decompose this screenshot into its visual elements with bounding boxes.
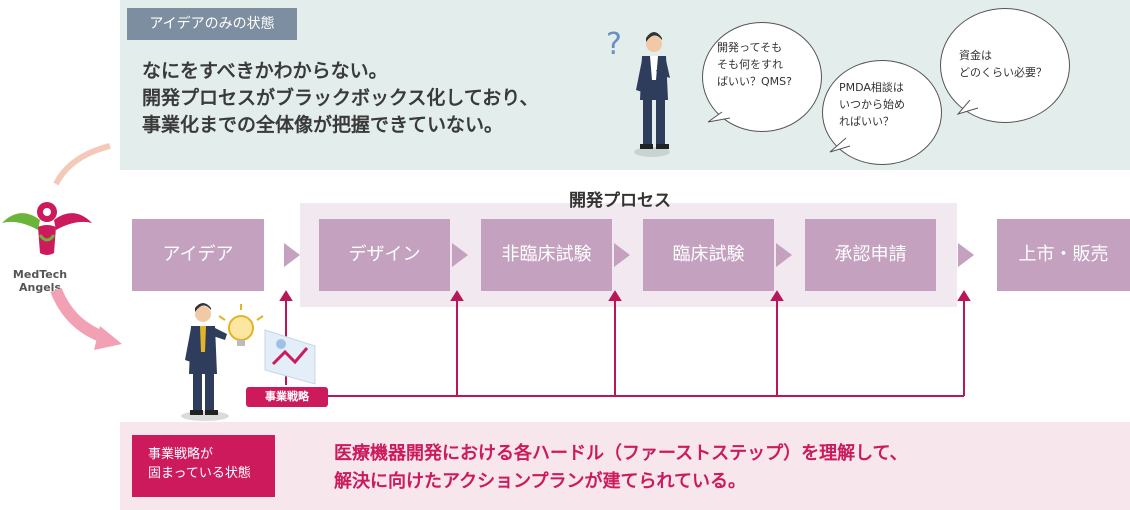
bubble-tails — [707, 100, 979, 153]
step-idea: アイデア — [132, 219, 264, 291]
idea-only-state-tag: アイデアのみの状態 — [127, 8, 297, 40]
flow-arrows — [50, 143, 122, 350]
chevron-right-icon — [776, 243, 792, 267]
step-design: デザイン — [319, 219, 450, 291]
chevron-right-icon — [284, 243, 300, 267]
speech-bubble-qms: 開発ってそも そも何をすれ ばいい？QMS? — [702, 22, 822, 132]
strategy-established-tag: 事業戦略が 固まっている状態 — [132, 435, 275, 497]
step-launch-sales: 上市・販売 — [997, 219, 1130, 291]
logo-text: MedTech Angels — [12, 268, 68, 294]
chevron-right-icon — [958, 243, 974, 267]
chevron-right-icon — [452, 243, 468, 267]
step-clinical: 臨床試験 — [643, 219, 774, 291]
step-nonclinical: 非臨床試験 — [481, 219, 612, 291]
business-strategy-tag: 事業戦略 — [246, 387, 328, 407]
businessman-idea-icon — [181, 303, 316, 421]
speech-bubble-funding: 資金は どのくらい必要？ — [940, 8, 1070, 123]
speech-bubble-pmda: PMDA相談は いつから始め ればいい？ — [822, 60, 942, 165]
solution-panel — [120, 422, 1130, 510]
medtech-angels-logo-icon — [2, 202, 92, 255]
chevron-right-icon — [614, 243, 630, 267]
process-title: 開発プロセス — [569, 191, 671, 211]
solution-description: 医療機器開発における各ハードル（ファーストステップ）を理解して、 解決に向けたア… — [334, 443, 908, 492]
step-approval: 承認申請 — [805, 219, 936, 291]
problem-description: なにをすべきかわからない。 開発プロセスがブラックボックス化しており、 事業化ま… — [142, 60, 539, 136]
confused-person-icon: ? — [606, 27, 670, 157]
question-mark: ? — [606, 27, 622, 62]
